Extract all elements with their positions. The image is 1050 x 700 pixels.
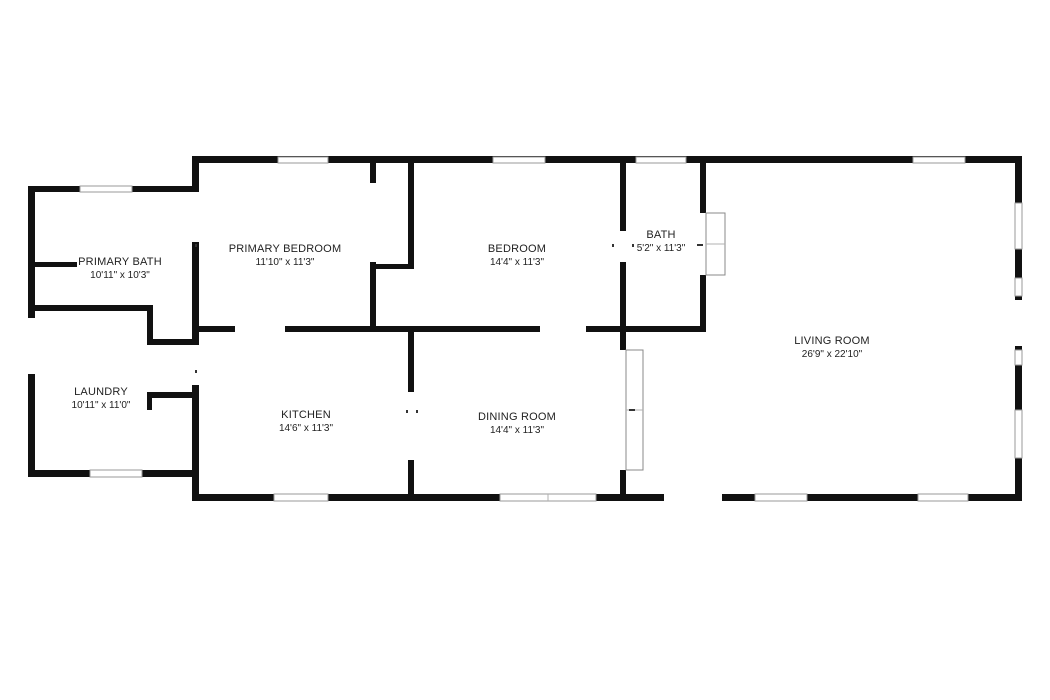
room-dimensions: 10'11" x 11'0"	[72, 400, 131, 411]
room-name: KITCHEN	[281, 409, 331, 421]
room-dimensions: 10'11" x 10'3"	[90, 270, 150, 281]
room-dimensions: 11'10" x 11'3"	[256, 257, 315, 268]
room-laundry: LAUNDRY 10'11" x 11'0"	[72, 386, 131, 411]
room-name: BEDROOM	[488, 243, 546, 255]
room-name: BATH	[646, 229, 675, 241]
room-dimensions: 14'4" x 11'3"	[490, 257, 545, 268]
openings	[28, 192, 1022, 385]
room-name: PRIMARY BATH	[78, 256, 162, 268]
windows	[79, 156, 1023, 502]
room-name: DINING ROOM	[478, 411, 556, 423]
interior-walls	[35, 163, 706, 501]
room-dimensions: 14'4" x 11'3"	[490, 425, 545, 436]
room-name: LIVING ROOM	[794, 335, 870, 347]
door-marks	[195, 244, 703, 413]
room-bath: BATH 5'2" x 11'3"	[637, 229, 686, 254]
room-kitchen: KITCHEN 14'6" x 11'3"	[279, 409, 334, 434]
room-bedroom: BEDROOM 14'4" x 11'3"	[488, 243, 546, 268]
room-dimensions: 14'6" x 11'3"	[279, 423, 334, 434]
room-primary-bedroom: PRIMARY BEDROOM 11'10" x 11'3"	[229, 243, 342, 268]
room-name: LAUNDRY	[74, 386, 128, 398]
room-dimensions: 26'9" x 22'10"	[802, 349, 863, 360]
room-dimensions: 5'2" x 11'3"	[637, 243, 686, 254]
room-name: PRIMARY BEDROOM	[229, 243, 342, 255]
room-living-room: LIVING ROOM 26'9" x 22'10"	[794, 335, 870, 360]
room-dining-room: DINING ROOM 14'4" x 11'3"	[478, 411, 556, 436]
room-primary-bath: PRIMARY BATH 10'11" x 10'3"	[78, 256, 162, 281]
